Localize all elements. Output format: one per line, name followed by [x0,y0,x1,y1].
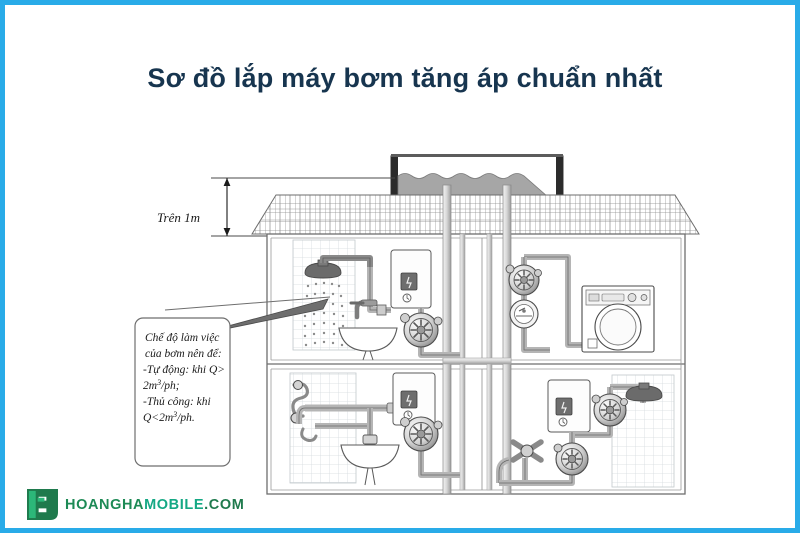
page-title: Sơ đồ lắp máy bơm tăng áp chuẩn nhất [147,63,663,93]
booster-pump-lower-left[interactable] [400,416,443,452]
callout-line-4: 2m3/ph; [143,378,180,392]
faucet-upper-left[interactable] [349,299,378,320]
booster-pump-upper-left[interactable] [400,312,443,348]
sink-lower-left [340,434,400,486]
logo-wordmark: HOANGHAMOBILE.COM [65,497,244,513]
dimension-label: Trên 1m [157,210,200,225]
water-heater-lower-right [547,379,591,433]
booster-pump-lower-right-lower[interactable] [553,442,589,476]
logo-text-part1: HOANGHA [65,496,145,513]
site-logo[interactable]: HOANGHAMOBILE.COM [27,489,244,520]
logo-text-part2: MOBILE [144,496,205,513]
riser-branch-pipes [442,233,512,491]
water-meter-upper-right [509,299,539,329]
callout-line-6-b: /ph. [176,412,195,424]
callout-line-4-b: /ph; [160,380,180,392]
callout-line-6-a: Q<2m [143,412,173,424]
pipe-network-lower-left [296,402,460,478]
sink-upper-left [338,327,398,361]
callout-line-3: -Tự động: khi Q> [143,364,225,376]
washing-machine[interactable] [581,285,655,353]
booster-pump-lower-right-upper[interactable] [591,393,628,427]
plumbing-diagram: Trên 1m [134,154,700,495]
shower-head-lower-right [625,382,663,402]
valve-lower-right[interactable] [496,439,544,486]
callout-box: Chế độ làm việc của bơm nên để: -Tự động… [134,317,231,467]
roof [251,194,700,235]
water-heater-upper-left [390,249,432,309]
logo-text-part3: .COM [204,496,245,513]
callout-line-4-a: 2m [143,380,157,392]
riser-pipe-left [442,184,452,495]
callout-line-6-sup: 3 [172,410,177,419]
callout-line-2: của bơm nên để: [145,347,222,360]
booster-pump-upper-right[interactable] [505,264,542,296]
riser-pipe-right [502,184,512,495]
shower-head-upper [303,255,373,347]
callout-line-4-sup: 3 [156,378,161,387]
callout-line-5: -Thủ công: khi [143,396,211,408]
water-heater-lower-left [392,372,436,426]
callout-line-1: Chế độ làm việc [145,331,219,344]
hoanghamobile-logo-icon [27,489,58,520]
callout-line-6: Q<2m3/ph. [143,410,195,424]
